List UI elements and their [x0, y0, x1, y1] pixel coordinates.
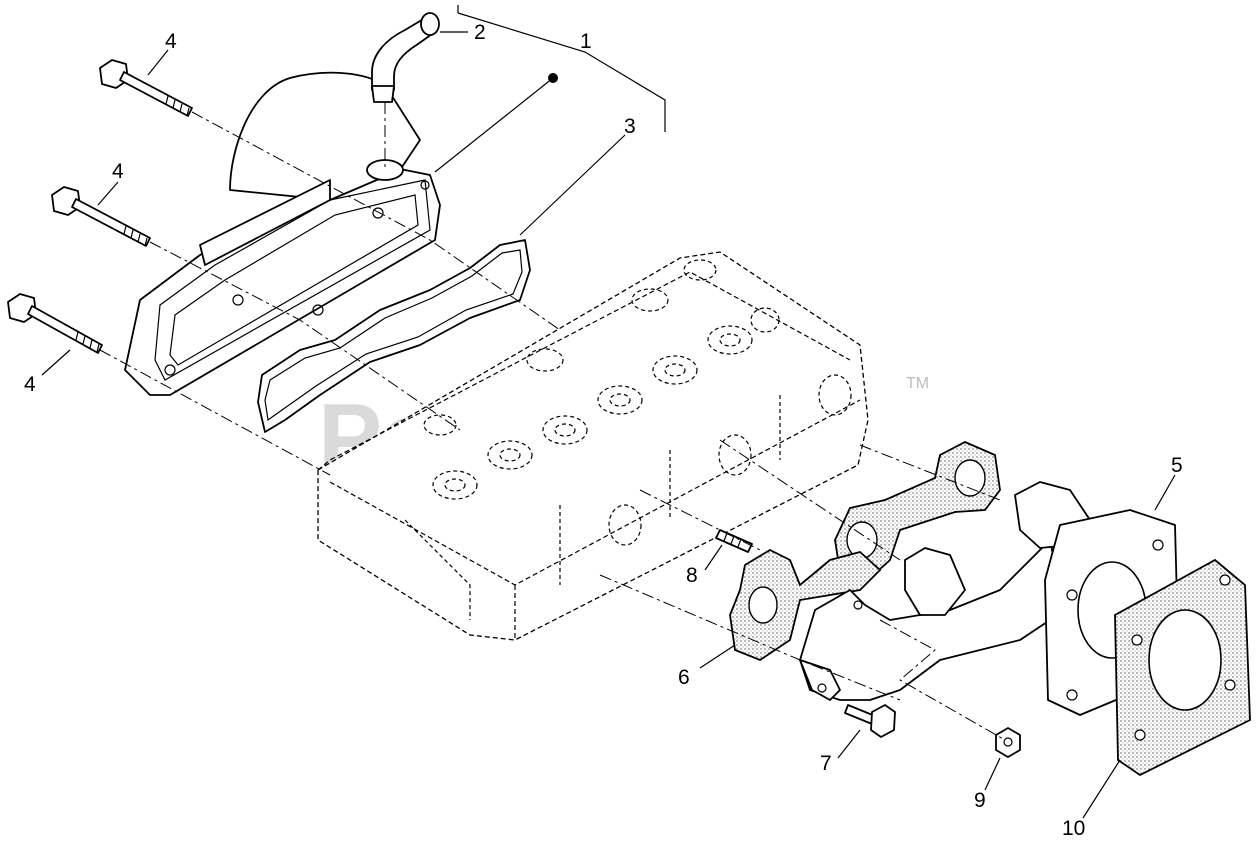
callout-8[interactable]: 8: [686, 564, 698, 587]
callout-10[interactable]: 10: [1062, 817, 1085, 840]
assembly-lines: [99, 102, 1006, 741]
callout-5[interactable]: 5: [1171, 454, 1183, 477]
callout-2[interactable]: 2: [474, 21, 486, 44]
cover-bolt-top[interactable]: [99, 59, 193, 117]
callout-4-bottom[interactable]: 4: [24, 373, 36, 396]
exhaust-flange-gasket[interactable]: [1114, 558, 1251, 777]
callout-4-middle[interactable]: 4: [112, 160, 124, 183]
cover-bolt-middle[interactable]: [51, 186, 151, 247]
breather-hose[interactable]: [371, 12, 440, 103]
trademark-symbol: TM: [906, 375, 929, 392]
leader-lines: [41, 5, 1176, 819]
callout-6[interactable]: 6: [678, 666, 690, 689]
exhaust-gasket-inner[interactable]: [729, 548, 882, 662]
manifold-nut[interactable]: [995, 727, 1021, 758]
valve-cover[interactable]: [124, 71, 441, 396]
manifold-stud[interactable]: [715, 529, 753, 553]
cover-bolt-bottom[interactable]: [7, 293, 103, 354]
callout-7[interactable]: 7: [820, 752, 832, 775]
callout-labels: 1 2 3 4 4 4 5 6 7 8 9 10: [24, 21, 1183, 840]
cylinder-head[interactable]: [317, 251, 869, 641]
callout-9[interactable]: 9: [974, 789, 986, 812]
callout-4-top[interactable]: 4: [165, 30, 177, 53]
callout-3[interactable]: 3: [624, 115, 636, 138]
valve-cover-gasket[interactable]: [257, 239, 531, 433]
exhaust-manifold[interactable]: [799, 481, 1179, 716]
manifold-bolt[interactable]: [844, 704, 896, 738]
callout-1[interactable]: 1: [580, 30, 592, 53]
